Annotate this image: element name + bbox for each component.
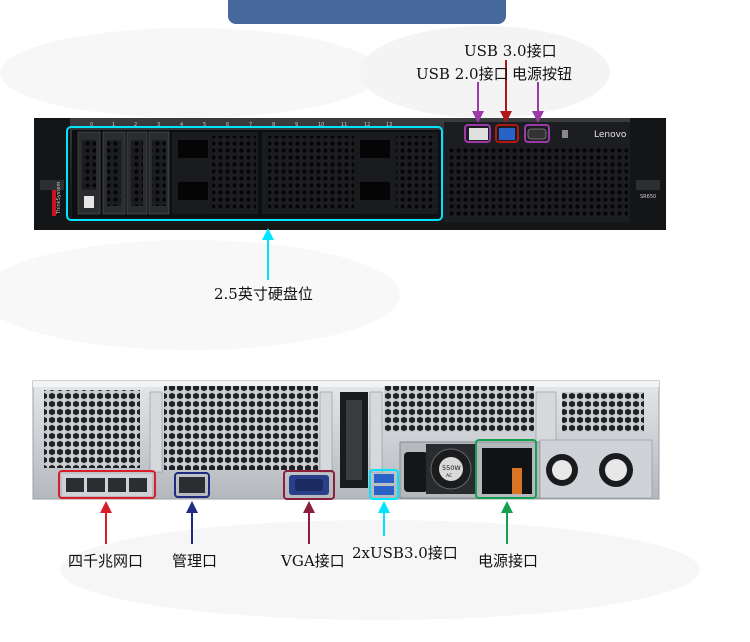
background-cloud bbox=[0, 28, 380, 118]
bay-number: 9 bbox=[295, 122, 298, 128]
power-button-highlight bbox=[524, 124, 550, 143]
mgmt-arrow bbox=[186, 501, 198, 544]
drive-tray bbox=[77, 131, 101, 215]
usb2-arrow bbox=[472, 82, 484, 123]
rear-nic-ports bbox=[62, 474, 152, 496]
bay-number: 2 bbox=[134, 122, 137, 128]
bay-number: 5 bbox=[203, 122, 206, 128]
front-control-panel bbox=[444, 122, 630, 222]
background-cloud bbox=[0, 240, 400, 350]
front-side-brand: ThinkSystem bbox=[56, 182, 62, 215]
drive-blank bbox=[262, 132, 438, 214]
bay-number: 13 bbox=[386, 122, 392, 128]
nic-highlight bbox=[58, 470, 156, 499]
front-bay-numbers: 0 1 2 3 4 5 6 7 8 9 10 11 12 13 bbox=[90, 122, 392, 128]
bay-number: 11 bbox=[341, 122, 347, 128]
bay-number: 1 bbox=[112, 122, 115, 128]
rear-usb-highlight bbox=[369, 469, 399, 500]
usb3-arrow bbox=[500, 60, 512, 123]
drive-bays-label: 2.5英寸硬盘位 bbox=[214, 285, 313, 303]
background-cloud bbox=[60, 520, 700, 620]
bay-number: 7 bbox=[249, 122, 252, 128]
bay-number: 4 bbox=[180, 122, 183, 128]
psu-wattage-label: 550W bbox=[442, 464, 461, 472]
drive-blank bbox=[172, 132, 258, 214]
power-inlet-label: 电源接口 bbox=[478, 552, 539, 570]
power-button-arrow bbox=[532, 82, 544, 123]
psu-ac-label: AC bbox=[446, 473, 452, 479]
bay-number: 10 bbox=[318, 122, 324, 128]
bay-number: 6 bbox=[226, 122, 229, 128]
power-inlet-highlight bbox=[475, 439, 537, 499]
drive-tray bbox=[148, 131, 170, 215]
power-inlet-arrow bbox=[501, 501, 513, 544]
rear-usb-arrow bbox=[378, 501, 390, 536]
nic-arrow bbox=[100, 501, 112, 544]
power-button-label: 电源按钮 bbox=[512, 65, 573, 83]
usb2-highlight bbox=[464, 124, 491, 143]
drive-tray bbox=[102, 131, 126, 215]
nic-label: 四千兆网口 bbox=[68, 552, 144, 570]
rear-empty-psu-bay bbox=[539, 439, 653, 499]
drive-bays-arrow bbox=[262, 228, 274, 280]
rear-mgmt-port bbox=[179, 477, 205, 493]
header-banner bbox=[228, 0, 506, 24]
bay-number: 3 bbox=[157, 122, 160, 128]
drive-bays-highlight bbox=[66, 126, 443, 221]
drive-tray bbox=[126, 131, 148, 215]
rear-usb-ports bbox=[374, 474, 394, 495]
front-model-label: SR650 bbox=[640, 194, 656, 200]
rear-vga-port bbox=[289, 475, 329, 495]
vga-label: VGA接口 bbox=[281, 552, 345, 570]
mgmt-label: 管理口 bbox=[172, 552, 218, 570]
vga-arrow bbox=[303, 501, 315, 544]
bay-number: 12 bbox=[364, 122, 370, 128]
bay-number: 0 bbox=[90, 122, 93, 128]
vga-highlight bbox=[283, 470, 335, 500]
usb3-highlight bbox=[495, 124, 519, 143]
usb3-label: USB 3.0接口 bbox=[464, 42, 557, 60]
mgmt-highlight bbox=[174, 472, 210, 498]
usb2-label: USB 2.0接口 bbox=[416, 65, 509, 83]
front-brand-logo: Lenovo bbox=[594, 130, 627, 140]
bay-number: 8 bbox=[272, 122, 275, 128]
rear-psu bbox=[399, 441, 541, 499]
background-cloud bbox=[360, 26, 610, 118]
front-drive-bays bbox=[72, 130, 442, 218]
rear-usb-label: 2xUSB3.0接口 bbox=[352, 544, 458, 562]
